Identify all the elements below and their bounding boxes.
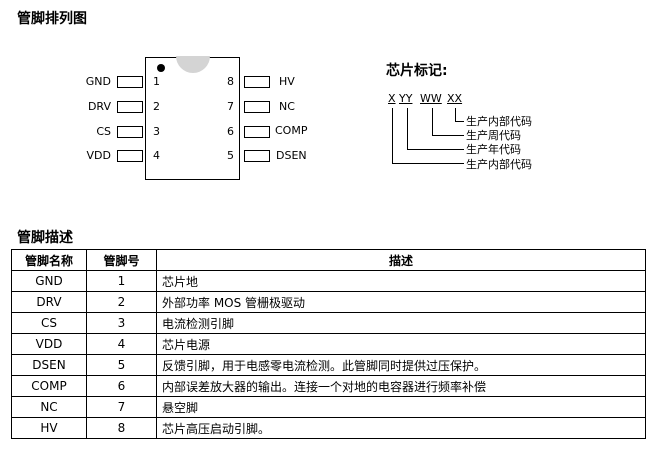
- pin-number-3: 3: [153, 125, 160, 138]
- marking-label-internal-code: 生产内部代码: [466, 115, 532, 128]
- leader-line: [407, 108, 408, 149]
- cell-description: 芯片高压启动引脚。: [156, 417, 646, 439]
- cell-description: 芯片电源: [156, 333, 646, 355]
- cell-description: 内部误差放大器的输出。连接一个对地的电容器进行频率补偿: [156, 375, 646, 397]
- pin-number-7: 7: [227, 100, 234, 113]
- marking-code-xx: XX: [447, 92, 463, 105]
- cell-pin-number: 5: [86, 354, 157, 376]
- pin-name-3: CS: [96, 125, 111, 138]
- pin-number-2: 2: [153, 100, 160, 113]
- marking-label-week-code: 生产周代码: [466, 129, 521, 142]
- leader-line: [455, 108, 456, 121]
- leader-line: [392, 163, 464, 164]
- pinout-heading: 管脚排列图: [17, 11, 87, 27]
- cell-pin-name: CS: [11, 312, 87, 334]
- cell-description: 电流检测引脚: [156, 312, 646, 334]
- pin-lead-4: [117, 150, 143, 162]
- pin-lead-6: [244, 126, 270, 138]
- pin-name-6: COMP: [275, 124, 308, 137]
- cell-description: 外部功率 MOS 管栅极驱动: [156, 291, 646, 313]
- table-row: CS 3 电流检测引脚: [11, 312, 646, 334]
- pin-name-2: DRV: [87, 100, 111, 113]
- pin-lead-3: [117, 126, 143, 138]
- cell-pin-number: 8: [86, 417, 157, 439]
- leader-line: [407, 149, 464, 150]
- table-row: NC 7 悬空脚: [11, 396, 646, 418]
- marking-label-internal-code-2: 生产内部代码: [466, 158, 532, 171]
- cell-description: 反馈引脚，用于电感零电流检测。此管脚同时提供过压保护。: [156, 354, 646, 376]
- pin-number-6: 6: [227, 125, 234, 138]
- cell-pin-name: HV: [11, 417, 87, 439]
- cell-pin-name: NC: [11, 396, 87, 418]
- leader-line: [455, 121, 464, 122]
- marking-label-year-code: 生产年代码: [466, 143, 521, 156]
- table-row: DSEN 5 反馈引脚，用于电感零电流检测。此管脚同时提供过压保护。: [11, 354, 646, 376]
- cell-pin-name: DSEN: [11, 354, 87, 376]
- pin-name-4: VDD: [86, 149, 111, 162]
- table-row: DRV 2 外部功率 MOS 管栅极驱动: [11, 291, 646, 313]
- pin-lead-2: [117, 101, 143, 113]
- cell-pin-number: 7: [86, 396, 157, 418]
- pin-number-1: 1: [153, 75, 160, 88]
- table-row: GND 1 芯片地: [11, 270, 646, 292]
- pin-description-table: 管脚名称 管脚号 描述 GND 1 芯片地 DRV 2 外部功率 MOS 管栅极…: [11, 249, 646, 439]
- cell-pin-number: 2: [86, 291, 157, 313]
- cell-description: 芯片地: [156, 270, 646, 292]
- pin-name-5: DSEN: [276, 149, 307, 162]
- table-header-row: 管脚名称 管脚号 描述: [11, 249, 646, 271]
- table-row: VDD 4 芯片电源: [11, 333, 646, 355]
- marking-code-x: X: [388, 92, 396, 105]
- table-row: HV 8 芯片高压启动引脚。: [11, 417, 646, 439]
- cell-pin-number: 1: [86, 270, 157, 292]
- chip-package-body: [145, 57, 240, 180]
- leader-line: [432, 108, 433, 135]
- leader-line: [392, 108, 393, 163]
- header-pin-name: 管脚名称: [11, 249, 87, 271]
- header-description: 描述: [156, 249, 646, 271]
- table-row: COMP 6 内部误差放大器的输出。连接一个对地的电容器进行频率补偿: [11, 375, 646, 397]
- pin-name-8: HV: [279, 75, 295, 88]
- pin-lead-5: [244, 150, 270, 162]
- pin-lead-1: [117, 76, 143, 88]
- cell-pin-name: DRV: [11, 291, 87, 313]
- pin-number-5: 5: [227, 149, 234, 162]
- leader-line: [432, 135, 464, 136]
- marking-title: 芯片标记:: [386, 63, 448, 79]
- pin-name-7: NC: [279, 100, 295, 113]
- cell-pin-name: COMP: [11, 375, 87, 397]
- description-heading: 管脚描述: [17, 230, 73, 246]
- pin-name-1: GND: [85, 75, 111, 88]
- pin-number-8: 8: [227, 75, 234, 88]
- cell-pin-name: VDD: [11, 333, 87, 355]
- cell-pin-name: GND: [11, 270, 87, 292]
- cell-pin-number: 6: [86, 375, 157, 397]
- pin-lead-7: [244, 101, 270, 113]
- header-pin-number: 管脚号: [86, 249, 157, 271]
- chip-notch: [176, 56, 210, 73]
- cell-pin-number: 4: [86, 333, 157, 355]
- pin1-indicator-dot: [157, 64, 165, 72]
- pin-number-4: 4: [153, 149, 160, 162]
- pin-lead-8: [244, 76, 270, 88]
- cell-pin-number: 3: [86, 312, 157, 334]
- marking-code-ww: WW: [420, 92, 442, 105]
- marking-code-yy: YY: [399, 92, 413, 105]
- cell-description: 悬空脚: [156, 396, 646, 418]
